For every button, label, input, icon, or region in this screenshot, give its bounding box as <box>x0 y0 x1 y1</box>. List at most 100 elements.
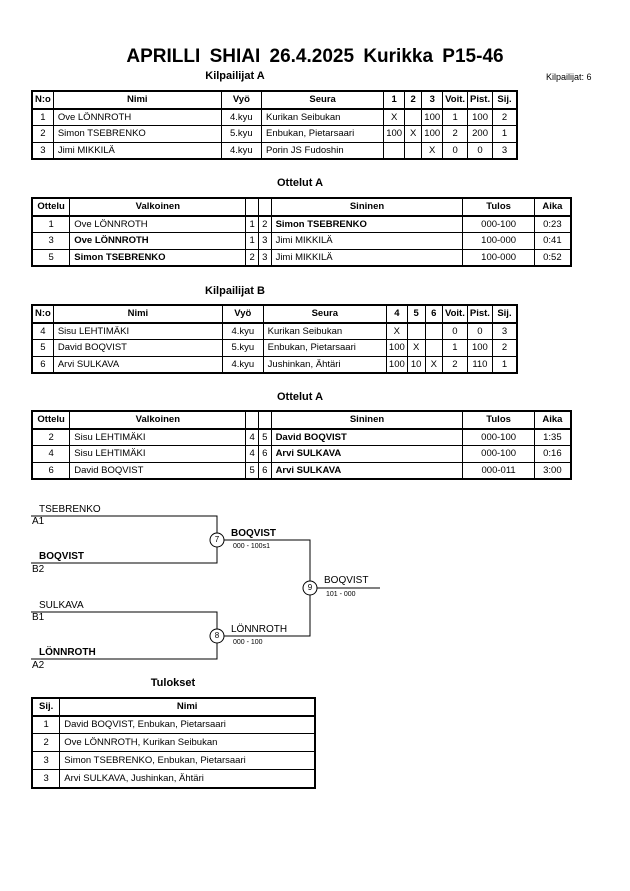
cell-name: Arvi SULKAVA <box>52 355 223 374</box>
sf2-bottom-name: LÖNNROTH <box>39 647 96 658</box>
cell-club: Porin JS Fudoshin <box>260 141 385 160</box>
results-table: Sij. Nimi 1 David BOQVIST, Enbukan, Piet… <box>31 697 316 789</box>
cell-score: X <box>424 355 443 374</box>
cell-rank: 2 <box>31 733 61 752</box>
table-row: 3 Ove LÖNNROTH 1 3 Jimi MIKKILÄ 100-000 … <box>31 232 572 250</box>
pool-a-table: N:o Nimi Vyö Seura 1 2 3 Voit. Pist. Sij… <box>31 90 518 160</box>
cell-points: 110 <box>466 355 493 374</box>
cell-number: 4 <box>31 322 54 340</box>
sf2-top-name: SULKAVA <box>39 600 84 611</box>
cell-number: 6 <box>31 355 54 374</box>
cell-white-number: 2 <box>245 248 259 267</box>
cell-name: Simon TSEBRENKO, Enbukan, Pietarsaari <box>59 751 316 770</box>
cell-points: 0 <box>466 322 493 340</box>
table-row: 4 Sisu LEHTIMÄKI 4 6 Arvi SULKAVA 000-10… <box>31 445 572 463</box>
match-9-circle <box>302 580 318 596</box>
cell-time: 3:00 <box>533 461 572 480</box>
cell-score: 100 <box>421 108 444 126</box>
matches-b-table: Ottelu Valkoinen Sininen Tulos Aika 2 Si… <box>31 410 572 480</box>
final-number: 9 <box>307 583 313 592</box>
sf1-bottom-name: BOQVIST <box>39 551 85 562</box>
cell-name: David BOQVIST, Enbukan, Pietarsaari <box>59 715 316 734</box>
cell-rank: 1 <box>491 355 518 374</box>
cell-result: 000-011 <box>462 461 535 480</box>
cell-number: 3 <box>31 141 54 160</box>
sf2-bottom-pool: A2 <box>32 660 45 671</box>
sf1-top-name: TSEBRENKO <box>39 504 101 515</box>
pool-b-title: Kilpailijat B <box>205 285 265 297</box>
cell-name: Jimi MIKKILÄ <box>52 141 222 160</box>
matches-b-header-row: Ottelu Valkoinen Sininen Tulos Aika <box>31 410 572 429</box>
cell-score: 100 <box>385 355 408 374</box>
final-score: 101 - 000 <box>326 591 356 598</box>
table-row: 4 Sisu LEHTIMÄKI 4.kyu Kurikan Seibukan … <box>31 322 518 340</box>
sf1-bottom-pool: B2 <box>32 564 45 575</box>
bracket-line <box>217 539 311 637</box>
matches-b-title: Ottelut A <box>276 391 324 403</box>
table-row: 5 Simon TSEBRENKO 2 3 Jimi MIKKILÄ 100-0… <box>31 248 572 267</box>
cell-name: Arvi SULKAVA, Jushinkan, Ähtäri <box>59 769 316 788</box>
cell-score: X <box>385 322 408 340</box>
cell-score <box>404 108 423 126</box>
table-row: 3 Arvi SULKAVA, Jushinkan, Ähtäri <box>31 769 316 788</box>
cell-result: 000-100 <box>462 215 535 233</box>
cell-white: Sisu LEHTIMÄKI <box>69 428 247 446</box>
table-row: 1 David BOQVIST, Enbukan, Pietarsaari <box>31 715 316 734</box>
results-header-row: Sij. Nimi <box>31 697 316 716</box>
table-row: 3 Jimi MIKKILÄ 4.kyu Porin JS Fudoshin X… <box>31 141 518 160</box>
final-winner: BOQVIST <box>324 575 369 586</box>
table-row: 3 Simon TSEBRENKO, Enbukan, Pietarsaari <box>31 751 316 770</box>
match-7-circle <box>209 532 225 548</box>
cell-name: Ove LÖNNROTH, Kurikan Seibukan <box>59 733 316 752</box>
pool-b-table: N:o Nimi Vyö Seura 4 5 6 Voit. Pist. Sij… <box>31 304 518 374</box>
header-cell: Sij. <box>491 304 518 323</box>
cell-match-number: 1 <box>31 215 71 233</box>
cell-white: Ove LÖNNROTH <box>69 215 247 233</box>
cell-score <box>404 141 423 160</box>
match-8-circle <box>209 628 225 644</box>
cell-result: 100-000 <box>462 248 535 267</box>
cell-result: 000-100 <box>462 428 535 446</box>
cell-time: 0:23 <box>533 215 572 233</box>
cell-blue: David BOQVIST <box>270 428 464 446</box>
table-row: 2 Ove LÖNNROTH, Kurikan Seibukan <box>31 733 316 752</box>
cell-rank: 3 <box>491 322 518 340</box>
sf1-score: 000 - 100s1 <box>233 543 270 550</box>
table-row: 6 Arvi SULKAVA 4.kyu Jushinkan, Ähtäri 1… <box>31 355 518 374</box>
cell-blue-number: 5 <box>258 428 272 446</box>
matches-a-title: Ottelut A <box>276 177 324 189</box>
sf2-score: 000 - 100 <box>233 639 263 646</box>
cell-belt: 4.kyu <box>220 108 262 126</box>
table-row: 2 Simon TSEBRENKO 5.kyu Enbukan, Pietars… <box>31 125 518 143</box>
cell-blue: Jimi MIKKILÄ <box>270 248 464 267</box>
cell-white: Simon TSEBRENKO <box>69 248 247 267</box>
cell-name: Ove LÖNNROTH <box>52 108 222 126</box>
sf1-winner: BOQVIST <box>231 528 277 539</box>
matches-a-table: Ottelu Valkoinen Sininen Tulos Aika 1 Ov… <box>31 197 572 267</box>
cell-name: Sisu LEHTIMÄKI <box>52 322 223 340</box>
results-title: Tulokset <box>150 677 196 689</box>
header-cell: Sij. <box>31 697 61 716</box>
cell-white: David BOQVIST <box>69 461 247 480</box>
cell-rank: 2 <box>492 108 518 126</box>
cell-club: Jushinkan, Ähtäri <box>262 355 387 374</box>
cell-time: 1:35 <box>533 428 572 446</box>
sf2-number: 8 <box>214 631 220 640</box>
cell-score <box>424 322 443 340</box>
sf1-top-pool: A1 <box>32 516 45 527</box>
cell-time: 0:52 <box>533 248 572 267</box>
cell-rank: 3 <box>31 769 61 788</box>
page-title: APRILLI SHIAI 26.4.2025 Kurikka P15-46 <box>126 46 504 67</box>
sf2-top-pool: B1 <box>32 612 45 623</box>
competitor-count: Kilpailijat: 6 <box>546 72 592 82</box>
cell-wins: 1 <box>442 108 469 126</box>
sf1-number: 7 <box>214 535 220 544</box>
table-row: 1 Ove LÖNNROTH 4.kyu Kurikan Seibukan X … <box>31 108 518 126</box>
pool-a-title: Kilpailijat A <box>205 70 265 82</box>
cell-match-number: 2 <box>31 428 71 446</box>
table-row: 6 David BOQVIST 5 6 Arvi SULKAVA 000-011… <box>31 461 572 480</box>
cell-number: 1 <box>31 108 54 126</box>
cell-club: Kurikan Seibukan <box>260 108 385 126</box>
cell-rank: 3 <box>31 751 61 770</box>
